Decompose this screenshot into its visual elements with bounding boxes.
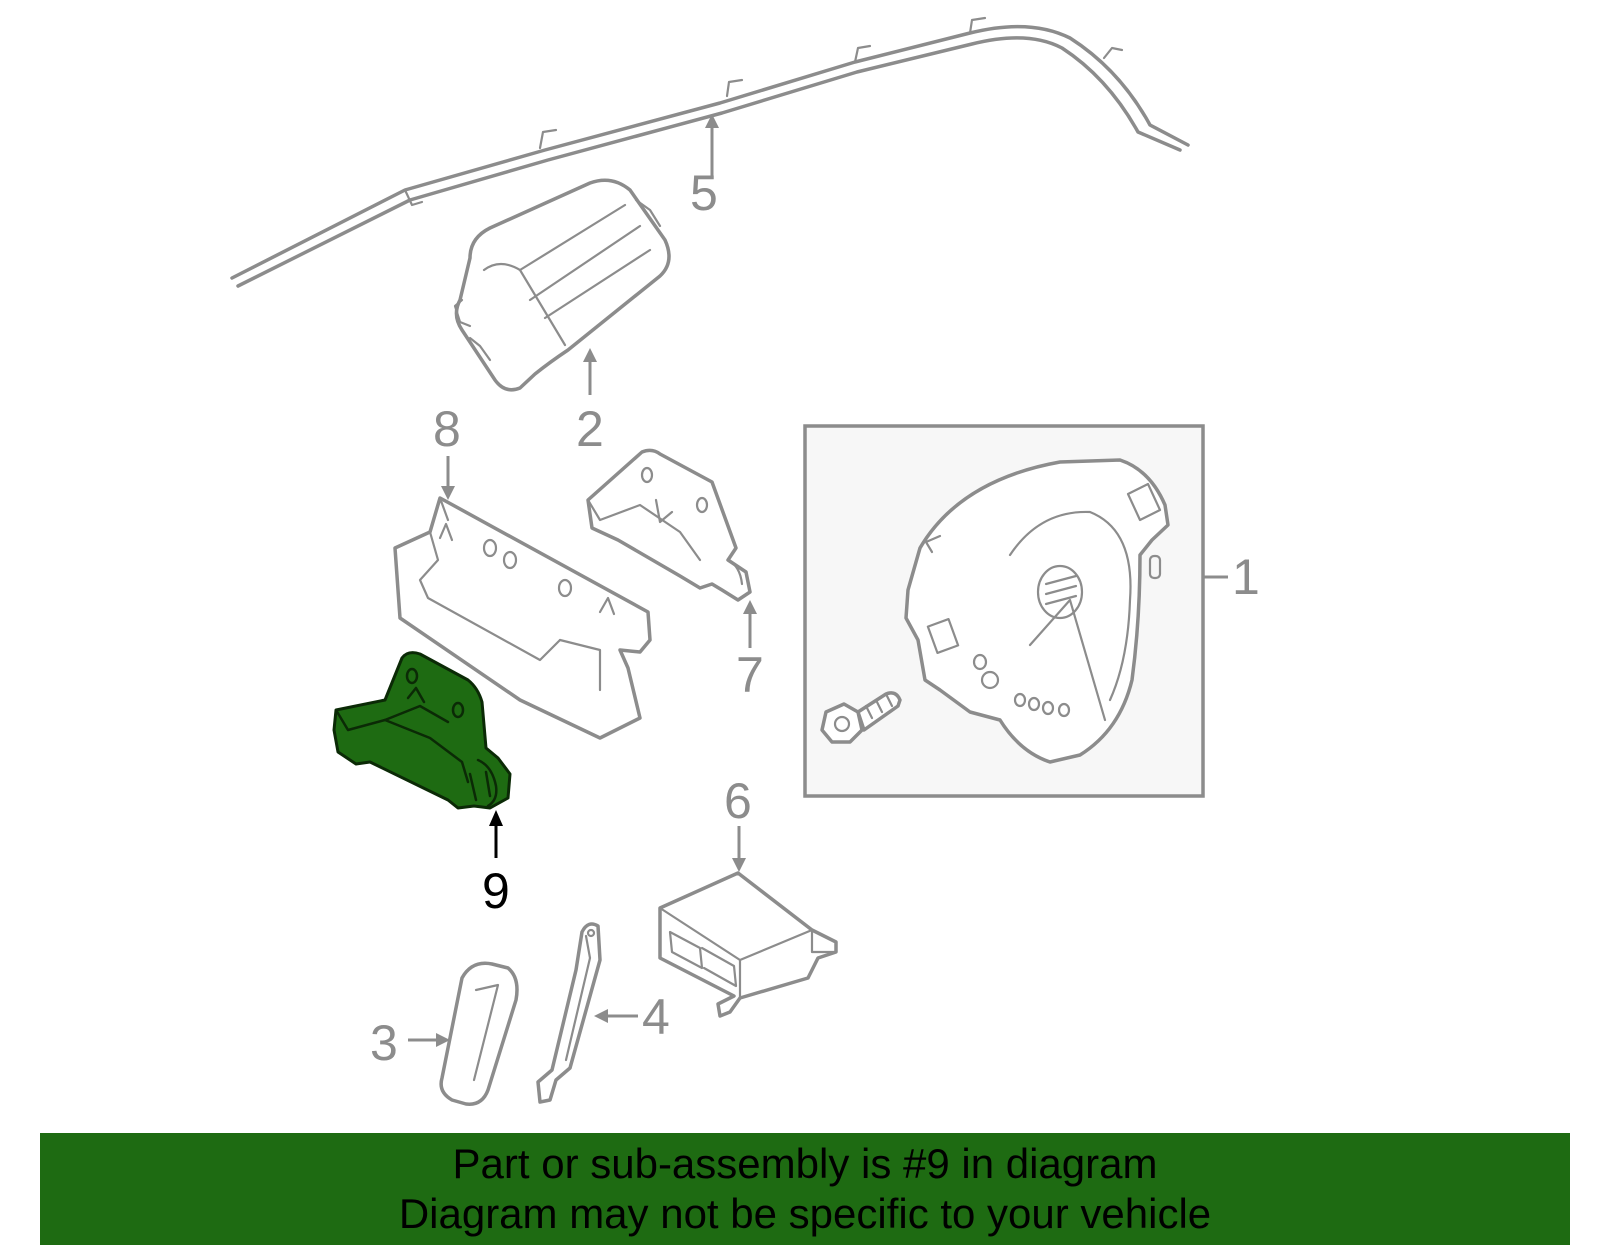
part-2-passenger-airbag[interactable] xyxy=(453,178,671,392)
callout-8-label: 8 xyxy=(433,401,461,457)
callout-5-label: 5 xyxy=(690,165,718,221)
callout-2-label: 2 xyxy=(576,401,604,457)
callout-1-label: 1 xyxy=(1232,549,1260,605)
part-8-bracket[interactable] xyxy=(393,496,652,740)
info-banner: Part or sub-assembly is #9 in diagram Di… xyxy=(40,1133,1570,1245)
part-1-driver-airbag[interactable] xyxy=(803,424,1205,798)
callout-6: 6 xyxy=(724,773,752,872)
callout-7-label: 7 xyxy=(736,647,764,703)
part-4-bracket-strap[interactable] xyxy=(536,922,602,1104)
banner-line-1: Part or sub-assembly is #9 in diagram xyxy=(452,1140,1158,1187)
callout-2: 2 xyxy=(576,348,604,457)
callout-3-label: 3 xyxy=(370,1015,398,1071)
callout-9-label: 9 xyxy=(482,863,510,919)
callout-3: 3 xyxy=(370,1015,450,1071)
callout-6-label: 6 xyxy=(724,773,752,829)
callout-5: 5 xyxy=(690,114,719,221)
callout-4: 4 xyxy=(594,989,670,1045)
part-5-curtain-airbag[interactable] xyxy=(230,16,1190,288)
part-6-control-module[interactable] xyxy=(658,871,838,1188)
callout-4-label: 4 xyxy=(642,989,670,1045)
part-7-sensor[interactable] xyxy=(586,448,752,602)
part-9-sensor-highlighted[interactable] xyxy=(332,651,512,810)
callout-9: 9 xyxy=(482,810,510,919)
bolt[interactable] xyxy=(820,691,902,744)
callout-1: 1 xyxy=(1203,549,1260,605)
callout-8: 8 xyxy=(433,401,461,500)
part-3-side-airbag[interactable] xyxy=(439,961,519,1106)
banner-line-2: Diagram may not be specific to your vehi… xyxy=(398,1190,1212,1237)
callout-7: 7 xyxy=(736,600,764,703)
